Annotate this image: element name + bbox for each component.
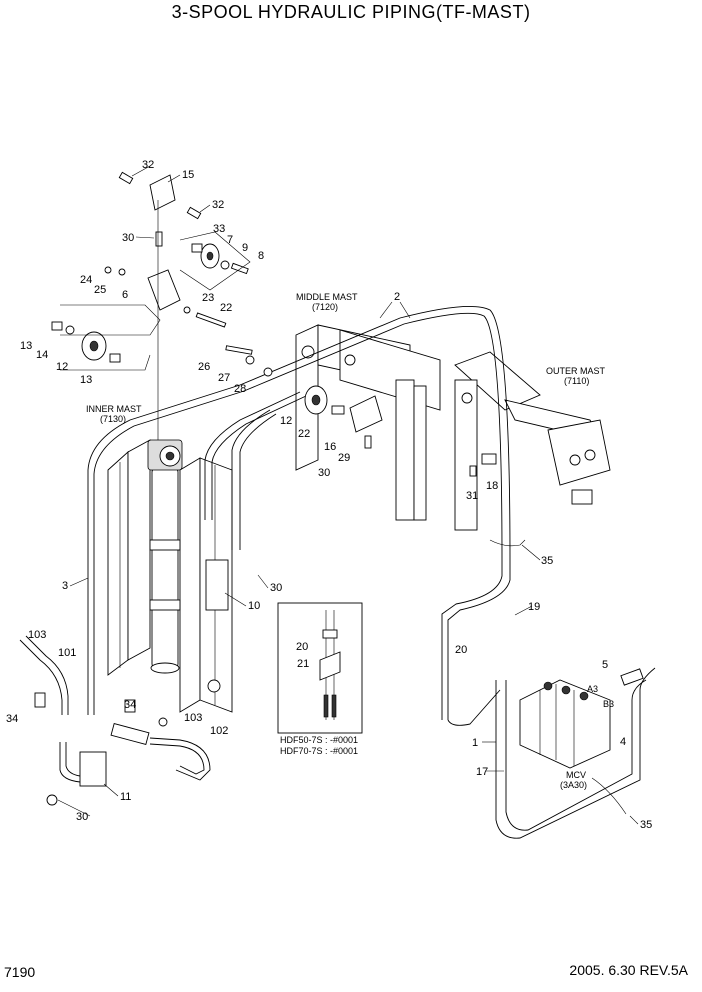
callout-33: 33 [213,223,225,235]
port-a3-label: A3 [587,684,598,694]
callout-23: 23 [202,292,214,304]
callout-7: 7 [227,234,233,246]
callout-27: 27 [218,372,230,384]
callout-6: 6 [122,289,128,301]
mcv-label: MCV [566,770,586,780]
callout-103b: 103 [184,712,202,724]
callout-30c: 30 [270,582,282,594]
callout-22b: 22 [298,428,310,440]
mcv-valve [519,668,644,769]
callouts: 32 15 32 33 30 7 9 8 24 25 6 23 22 13 14… [6,159,652,831]
lower-left-fittings [19,635,211,806]
callout-34a: 34 [6,713,18,725]
callout-19: 19 [528,601,540,613]
callout-1: 1 [472,737,478,749]
callout-3: 3 [62,580,68,592]
callout-30a: 30 [122,232,134,244]
callout-2: 2 [394,291,400,303]
assembly-labels: MIDDLE MAST (7120) OUTER MAST (7110) INN… [86,292,614,790]
callout-30b: 30 [318,467,330,479]
callout-10: 10 [248,600,260,612]
lift-cylinder [147,439,229,693]
page-title: 3-SPOOL HYDRAULIC PIPING(TF-MAST) [171,2,531,22]
inner-mast-code: (7130) [100,414,126,424]
callout-20a: 20 [296,641,308,653]
revision-date: 2005. 6.30 REV.5A [569,962,688,978]
callout-15: 15 [182,169,194,181]
port-b3-label: B3 [603,699,614,709]
callout-32a: 32 [142,159,154,171]
callout-34b: 34 [124,699,136,711]
callout-12a: 12 [56,361,68,373]
callout-22a: 22 [220,302,232,314]
callout-31: 31 [466,490,478,502]
page-number: 7190 [4,964,36,980]
callout-25: 25 [94,284,106,296]
callout-5: 5 [602,659,608,671]
middle-mast-label: MIDDLE MAST [296,292,358,302]
callout-29: 29 [338,452,350,464]
serial-inset-box [277,602,363,734]
mcv-code: (3A30) [560,780,587,790]
callout-101: 101 [58,647,76,659]
callout-35b: 35 [640,819,652,831]
hose-routing [87,306,656,839]
callout-26: 26 [198,361,210,373]
callout-32b: 32 [212,199,224,211]
callout-9: 9 [242,242,248,254]
callout-30d: 30 [76,811,88,823]
callout-4: 4 [620,736,626,748]
pulley-bracket-parts [51,171,497,477]
middle-mast-code: (7120) [312,302,338,312]
callout-18: 18 [486,480,498,492]
callout-24: 24 [80,274,92,286]
callout-103a: 103 [28,629,46,641]
callout-20b: 20 [455,644,467,656]
callout-17: 17 [476,766,488,778]
callout-8: 8 [258,250,264,262]
callout-12b: 12 [280,415,292,427]
callout-35a: 35 [541,555,553,567]
leader-lines [57,165,639,825]
inner-mast-label: INNER MAST [86,404,142,414]
outer-mast-label: OUTER MAST [546,366,606,376]
inset-note-2: HDF70-7S : -#0001 [280,746,358,756]
outer-mast-code: (7110) [564,376,589,386]
callout-13b: 13 [80,374,92,386]
inset-note-1: HDF50-7S : -#0001 [280,735,358,745]
callout-28: 28 [234,383,246,395]
callout-11: 11 [120,791,131,803]
callout-16: 16 [324,441,336,453]
callout-21: 21 [297,658,309,670]
callout-13a: 13 [20,340,32,352]
callout-102: 102 [210,725,228,737]
callout-14: 14 [36,349,48,361]
